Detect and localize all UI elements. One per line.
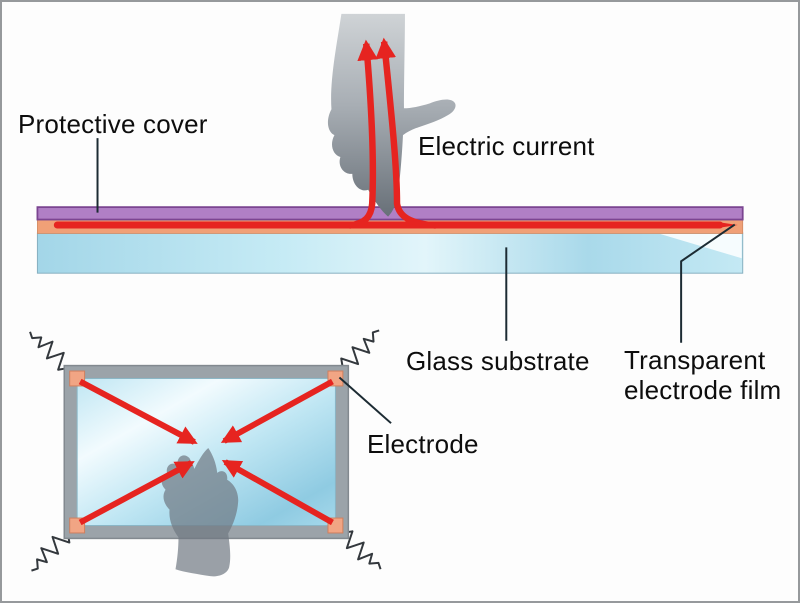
glass-substrate-layer — [36, 232, 744, 274]
pointing-hand-icon — [161, 448, 239, 577]
glass-substrate-label: Glass substrate — [406, 346, 590, 376]
touch-arrow-group — [78, 378, 334, 526]
cross-section-diagram — [36, 13, 744, 343]
resistor-zigzag-top-left-icon — [29, 331, 73, 374]
leader-line-electrode-film — [680, 223, 736, 343]
touch-panel-diagram — [29, 329, 392, 577]
transparent-electrode-film-label: Transparent electrode film — [624, 345, 781, 405]
touch-arrow-from-bottom-right — [221, 459, 334, 526]
current-arrow-right — [375, 37, 437, 229]
leader-line-electrode — [338, 376, 392, 424]
glass-shine — [660, 233, 742, 259]
touch-arrow-from-bottom-left — [78, 460, 195, 526]
touch-arrow-from-top-left — [78, 378, 198, 445]
transparent-electrode-film-label-line2: electrode film — [624, 375, 782, 406]
resistor-zigzag-top-right-icon — [337, 329, 380, 374]
electrode-film-tip — [713, 221, 738, 229]
transparent-electrode-film-label-line1: Transparent — [624, 345, 766, 375]
touch-arrow-from-top-right — [220, 378, 334, 444]
electric-current-label: Electric current — [418, 131, 595, 161]
electrode-label: Electrode — [367, 429, 479, 459]
protective-cover-label: Protective cover — [18, 109, 208, 139]
current-arrow-left — [348, 39, 378, 229]
